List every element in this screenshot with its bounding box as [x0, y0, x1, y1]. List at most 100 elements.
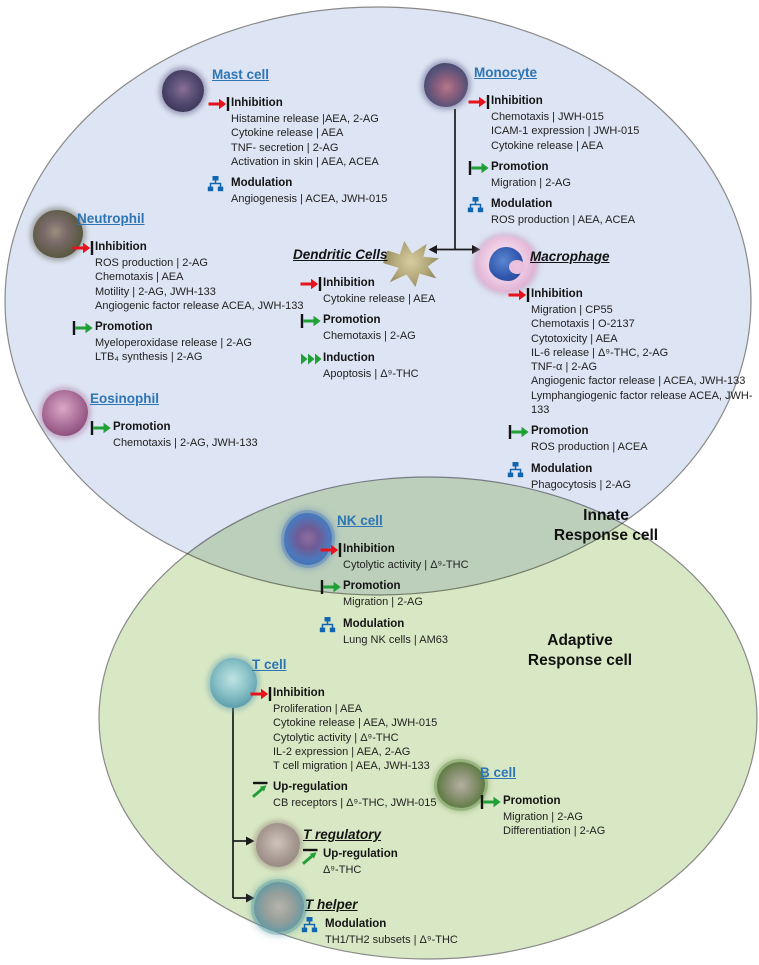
t-helper-title: T helper	[305, 897, 358, 912]
section-items: Lung NK cells | AM63	[343, 633, 448, 646]
section-heading: Modulation	[325, 918, 387, 930]
promotion-arrow-icon	[320, 580, 342, 594]
modulation-tree-icon	[507, 461, 524, 478]
nk-inhibition-section: Inhibition Cytolytic activity | Δ⁹-THC	[320, 542, 469, 572]
section-items: Proliferation | AEA Cytokine release | A…	[273, 703, 438, 773]
section-heading: Promotion	[323, 314, 381, 327]
macrophage-promotion-section: Promotion ROS production | ACEA	[508, 424, 759, 454]
mast-inhibition-section: Inhibition Histamine release |AEA, 2-AG …	[208, 96, 387, 169]
b-cell-image	[437, 762, 485, 808]
t-regulatory-title: T regulatory	[303, 827, 382, 842]
neutrophil-title[interactable]: Neutrophil	[77, 211, 145, 226]
eosinophil-title[interactable]: Eosinophil	[90, 391, 159, 406]
tcell-inhibition-section: Inhibition Proliferation | AEA Cytokine …	[250, 686, 437, 773]
section-items: ROS production | ACEA	[531, 441, 648, 454]
promotion-arrow-icon	[468, 161, 490, 175]
mast-cell-block: Mast cell Inhibition Histamine release |…	[208, 66, 387, 206]
dendritic-inhibition-section: Inhibition Cytokine release | AEA	[300, 276, 435, 306]
dendritic-cells-block: Dendritic Cells Inhibition Cytokine rele…	[293, 246, 435, 381]
t-regulatory-block: T regulatory Up-regulation Δ⁹-THC	[300, 826, 398, 877]
inhibition-arrow-icon	[250, 687, 272, 701]
section-items: Apoptosis | Δ⁹-THC	[323, 367, 419, 380]
dendritic-cells-title: Dendritic Cells	[293, 247, 388, 262]
monocyte-image	[424, 63, 468, 107]
section-items: Chemotaxis | 2-AG, JWH-133	[113, 437, 258, 449]
section-heading: Inhibition	[273, 687, 325, 699]
section-items: Phagocytosis | 2-AG	[531, 478, 632, 491]
treg-arrowhead-icon	[246, 836, 255, 846]
nk-cell-title[interactable]: NK cell	[337, 513, 383, 528]
innate-region-label: Innate Response cell	[553, 507, 659, 544]
section-heading: Inhibition	[95, 241, 147, 253]
section-items: Migration | CP55 Chemotaxis | O-2137 Cyt…	[531, 304, 753, 417]
b-cell-block: B cell Promotion Migration | 2-AG Differ…	[480, 764, 605, 839]
promotion-arrow-icon	[300, 314, 322, 328]
monocyte-title[interactable]: Monocyte	[474, 65, 538, 80]
macrophage-inhibition-section: Inhibition Migration | CP55 Chemotaxis |…	[508, 287, 759, 417]
section-heading: Promotion	[95, 321, 153, 334]
dendritic-induction-section: Induction Apoptosis | Δ⁹-THC	[300, 351, 435, 381]
thelper-modulation-section: Modulation TH1/TH2 subsets | Δ⁹-THC	[302, 917, 458, 947]
section-items: Cytolytic activity | Δ⁹-THC	[343, 559, 469, 571]
section-items: ROS production | AEA, ACEA	[491, 214, 636, 227]
nk-cell-image	[284, 513, 332, 565]
t-helper-block: T helper Modulation TH1/TH2 subsets | Δ⁹…	[302, 896, 458, 947]
inhibition-arrow-icon	[300, 277, 322, 291]
t-cell-image	[210, 658, 257, 708]
up-regulation-arrow-icon	[300, 848, 320, 865]
b-cell-title[interactable]: B cell	[480, 765, 517, 780]
section-heading: Promotion	[503, 795, 561, 807]
neutrophil-inhibition-section: Inhibition ROS production | 2-AG Chemota…	[72, 240, 304, 313]
section-items: Chemotaxis | 2-AG	[323, 330, 416, 343]
induction-chevrons-icon	[300, 352, 322, 366]
section-items: TH1/TH2 subsets | Δ⁹-THC	[325, 934, 458, 946]
mast-cell-image	[162, 70, 204, 112]
section-items: Migration | 2-AG Differentiation | 2-AG	[503, 811, 606, 838]
mast-cell-title[interactable]: Mast cell	[212, 67, 270, 82]
monocyte-macrophage-connector	[428, 109, 481, 254]
section-items: Cytokine release | AEA	[323, 293, 436, 305]
bcell-promotion-section: Promotion Migration | 2-AG Differentiati…	[480, 794, 605, 839]
macrophage-modulation-section: Modulation Phagocytosis | 2-AG	[508, 462, 759, 492]
neutrophil-block: Neutrophil Inhibition ROS production | 2…	[72, 210, 304, 365]
tcell-subsets-connector	[232, 704, 255, 903]
left-arrowhead-icon	[428, 245, 437, 254]
monocyte-inhibition-section: Inhibition Chemotaxis | JWH-015 ICAM-1 e…	[468, 94, 639, 153]
inhibition-arrow-icon	[468, 95, 490, 109]
monocyte-block: Monocyte Inhibition Chemotaxis | JWH-015…	[468, 64, 639, 227]
section-items: CB receptors | Δ⁹-THC, JWH-015	[273, 797, 437, 810]
section-heading: Up-regulation	[323, 848, 398, 860]
t-cell-title[interactable]: T cell	[252, 657, 287, 672]
modulation-tree-icon	[319, 616, 336, 633]
macrophage-nucleus	[489, 247, 526, 281]
dendritic-promotion-section: Promotion Chemotaxis | 2-AG	[300, 313, 435, 343]
section-heading: Promotion	[113, 421, 171, 433]
neutrophil-promotion-section: Promotion Myeloperoxidase release | 2-AG…	[72, 320, 304, 365]
section-items: Histamine release |AEA, 2-AG Cytokine re…	[231, 113, 379, 168]
nk-promotion-section: Promotion Migration | 2-AG	[320, 579, 469, 609]
section-items: Myeloperoxidase release | 2-AG LTB₄ synt…	[95, 337, 252, 364]
inhibition-arrow-icon	[208, 97, 230, 111]
macrophage-image	[476, 236, 536, 292]
eosinophil-promotion-section: Promotion Chemotaxis | 2-AG, JWH-133	[90, 420, 258, 450]
section-heading: Promotion	[531, 425, 589, 438]
section-heading: Inhibition	[323, 277, 375, 289]
section-items: Migration | 2-AG	[491, 176, 571, 189]
inhibition-arrow-icon	[320, 543, 342, 557]
section-items: Angiogenesis | ACEA, JWH-015	[231, 193, 388, 206]
section-items: Δ⁹-THC	[323, 864, 362, 876]
neutrophil-image	[33, 210, 83, 258]
nk-modulation-section: Modulation Lung NK cells | AM63	[320, 617, 469, 647]
macrophage-title: Macrophage	[530, 249, 610, 264]
modulation-tree-icon	[467, 196, 484, 213]
modulation-tree-icon	[301, 916, 318, 933]
eosinophil-image	[42, 390, 88, 436]
promotion-arrow-icon	[72, 321, 94, 335]
section-heading: Inhibition	[231, 97, 283, 109]
section-items: Migration | 2-AG	[343, 596, 423, 609]
inhibition-arrow-icon	[508, 288, 530, 302]
section-items: Chemotaxis | JWH-015 ICAM-1 expression |…	[491, 111, 640, 152]
mast-modulation-section: Modulation Angiogenesis | ACEA, JWH-015	[208, 176, 387, 206]
section-heading: Promotion	[491, 160, 549, 173]
